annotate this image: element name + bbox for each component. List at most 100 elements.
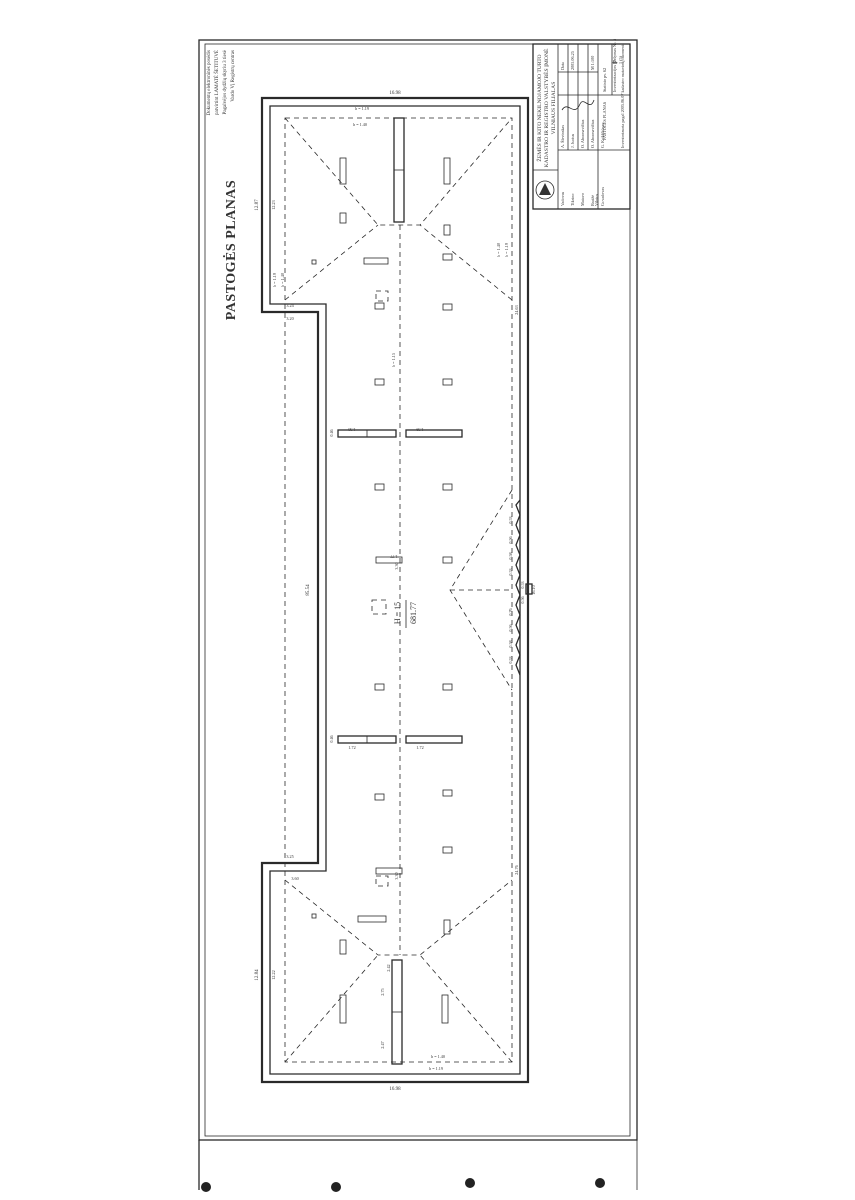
binding-hole-4	[595, 1178, 605, 1188]
roof-hatches	[311, 253, 453, 919]
opening-label-10: 1.77	[390, 554, 397, 559]
tb-header-2: KADASTRO IR REGISTRO VALSTYBĖS ĮMONĖ	[543, 48, 550, 167]
note-line-3: Pagalvėjos dydžių skyriu 3 tiesė	[223, 49, 228, 114]
tb-date: 2005.06.25	[570, 51, 575, 70]
company-logo-icon	[535, 180, 555, 200]
attic-hatch-lower	[375, 875, 389, 887]
dim-notch-bottom-depth: 3.60	[291, 876, 298, 881]
dim-right-middle: 16.10	[531, 585, 536, 594]
drawing-title: PASTOGĖS PLANAS	[222, 180, 239, 320]
tb-name-2: J. Jucius	[570, 133, 575, 148]
opening-label-12: 3.30	[394, 872, 399, 879]
tb-sheet-no: 1 (5)	[618, 55, 623, 64]
roof-height-6: h = 1.40	[496, 243, 501, 257]
bay-dim-7: 0.58	[508, 640, 513, 647]
bay-dim-1: 0.53	[508, 516, 513, 523]
roof-height-9: h = 1.15	[391, 353, 396, 367]
roof-height-7: h = 1.19	[429, 1066, 443, 1071]
tb-name-4: O. Abramavičius	[590, 119, 595, 148]
opening-label-5: 0.46	[329, 429, 334, 436]
building-inner-outline	[269, 105, 521, 1075]
dim-top: 16.98	[389, 91, 401, 96]
corner-number: 4	[610, 60, 619, 64]
opening-label-7: 2.42	[386, 964, 391, 971]
bay-window-edge	[515, 499, 533, 676]
dim-right-lower: 24.76	[514, 865, 519, 874]
bay-dim-9: 0.53	[520, 581, 525, 588]
roof-height-1: h = 1.19	[355, 106, 369, 111]
roof-lines	[284, 117, 513, 1063]
dim-left-inner-lower: 12.22	[271, 970, 276, 979]
bay-dimensions: 0.53 0.56 0.58 0.53 0.76 0.56 0.58 0.53 …	[508, 516, 525, 663]
roof-height-2: h = 1.40	[353, 122, 367, 127]
dim-left-lower: 12.84	[255, 969, 260, 981]
opening-label-3: 1.72	[348, 745, 355, 750]
tb-name-1: A. Šlevinskas	[560, 125, 565, 148]
binding-hole-1	[201, 1182, 211, 1192]
tb-role-2: Tikrino	[570, 194, 575, 206]
bay-dim-8: 0.53	[508, 656, 513, 663]
opening-label-8: 2.47	[380, 1041, 385, 1048]
dim-left-length: 85.54	[306, 584, 311, 596]
bay-dim-3: 0.58	[508, 552, 513, 559]
bay-dim-4: 0.53	[508, 568, 513, 575]
opening-label-4: 1.72	[416, 745, 423, 750]
dim-bottom: 16.98	[389, 1087, 401, 1092]
attic-hatch-upper	[375, 290, 389, 302]
title-block: ŽEMĖS IR KITO NEKILNOJAMOJO TURTO KADAST…	[532, 39, 631, 210]
tb-role-1: Vadovas	[560, 191, 565, 206]
opening-label-1: 1.58	[348, 427, 355, 432]
opening-centre	[375, 556, 403, 564]
roof-height-4: h = 1.40	[280, 273, 285, 287]
tb-role-4: Braižė	[590, 195, 595, 206]
small-opening-lower	[357, 915, 387, 923]
roof-height-5: h = 1.19	[504, 243, 509, 257]
tb-doc-code: Inventorizacijos prašymas Nr. 5	[612, 39, 617, 92]
company-logo-mark	[539, 183, 551, 195]
skylight-row-2	[337, 735, 463, 744]
binding-hole-2	[331, 1182, 341, 1192]
tb-name-3: O. Abramavičius	[580, 119, 585, 148]
opening-label-2: 1.59	[416, 427, 423, 432]
registry-note: Dokumentų elektroninės posėdis patvirtin…	[207, 49, 236, 115]
small-opening-upper	[363, 257, 389, 265]
tb-header-1: ŽEMĖS IR KITO NEKILNOJAMOJO TURTO	[535, 54, 543, 161]
skylight-row-1	[337, 429, 463, 438]
binding-hole-3	[465, 1178, 475, 1188]
dim-right-upper: 24.63	[514, 305, 519, 314]
center-mark-bottom: 681.77	[409, 602, 418, 624]
roof-vents	[339, 157, 451, 1024]
opening-label-9: 2.75	[380, 988, 385, 995]
tb-note: Inventorizuota pagal 2005.06.07 kadastro…	[620, 43, 625, 148]
bay-dim-2: 0.56	[508, 536, 513, 543]
bay-dim-5: 0.76	[508, 608, 513, 615]
sheet-frame	[198, 39, 638, 1141]
opening-label-11: 3.30	[394, 562, 399, 569]
dim-notch-top-depth: 3.24	[286, 303, 294, 308]
attic-hatch-centre	[371, 599, 387, 615]
title-frame-line	[204, 43, 631, 1137]
opening-label-6: 0.46	[329, 735, 334, 742]
signature-icon	[561, 99, 595, 111]
note-line-2: patvirtint LAMATĖ ŠETITUVĖ	[214, 50, 220, 115]
tb-role-3: Matavo	[580, 193, 585, 206]
center-mark-top: H = 15	[393, 602, 402, 624]
opening-lower-centre	[375, 867, 403, 875]
building-outer-outline	[260, 96, 530, 1084]
note-line-4: Vardo Vį Registrų centras	[231, 50, 236, 102]
bay-dim-6: 0.56	[508, 624, 513, 631]
tb-plan-name: PASTOGĖS PLANAS	[602, 101, 607, 140]
tb-name-5: G. Krikščiūnas	[600, 123, 605, 148]
tb-role-5: Gr.vadovas	[600, 187, 605, 206]
tb-header-3: VILNIAUS FILIALAS	[551, 82, 557, 135]
tb-scale: M 1:100	[590, 56, 595, 70]
dim-notch-lower: 3.25	[286, 854, 293, 859]
bay-dim-10: 0.56	[520, 596, 525, 603]
dim-left-inner-upper: 12.23	[271, 200, 276, 209]
tb-location: Vilnius	[594, 194, 599, 206]
dim-notch-upper: 3.20	[286, 316, 293, 321]
roof-height-8: h = 1.40	[431, 1054, 445, 1059]
tb-object-no: Statinio pv. 62	[602, 68, 607, 92]
note-line-1: Dokumentų elektroninės posėdis	[207, 50, 212, 116]
